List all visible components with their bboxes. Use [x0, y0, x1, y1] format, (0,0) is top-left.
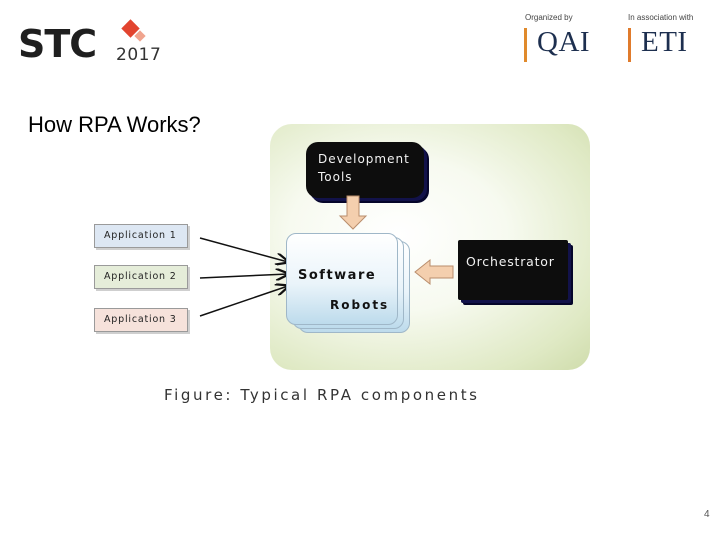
- slide-title: How RPA Works?: [28, 112, 201, 137]
- connector-app3: [199, 286, 288, 317]
- dev-tools-label-line2: Tools: [318, 170, 353, 184]
- eti-divider: [628, 28, 631, 62]
- orchestrator-box: Orchestrator: [458, 240, 568, 300]
- organized-by-label: Organized by: [525, 13, 573, 22]
- orchestrator-label: Orchestrator: [466, 254, 555, 269]
- application-3-box: Application 3: [94, 308, 188, 332]
- connector-app2: [199, 274, 288, 278]
- application-2-label: Application 2: [104, 271, 177, 282]
- software-robots-label-line1: Software: [298, 268, 377, 283]
- stc-2017-logo: STC 2017: [18, 19, 178, 70]
- down-block-arrow: [338, 195, 368, 230]
- application-2-box: Application 2: [94, 265, 188, 289]
- stc-logo-text: STC: [18, 22, 97, 66]
- qai-logo: QAI: [537, 26, 591, 58]
- stc-logo-year: 2017: [116, 45, 162, 65]
- dev-tools-label-line1: Development: [318, 152, 410, 166]
- application-1-box: Application 1: [94, 224, 188, 248]
- left-block-arrow: [414, 258, 454, 286]
- application-3-label: Application 3: [104, 314, 177, 325]
- software-robots-box: [286, 233, 398, 325]
- application-1-label: Application 1: [104, 230, 177, 241]
- qai-divider: [524, 28, 527, 62]
- figure-caption: Figure: Typical RPA components: [164, 386, 480, 404]
- development-tools-box: Development Tools: [306, 142, 424, 198]
- software-robots-label-line2: Robots: [330, 298, 390, 312]
- connector-app1: [199, 237, 288, 262]
- association-label: In association with: [628, 13, 694, 22]
- page-number: 4: [704, 509, 710, 520]
- eti-logo: ETI: [641, 26, 688, 58]
